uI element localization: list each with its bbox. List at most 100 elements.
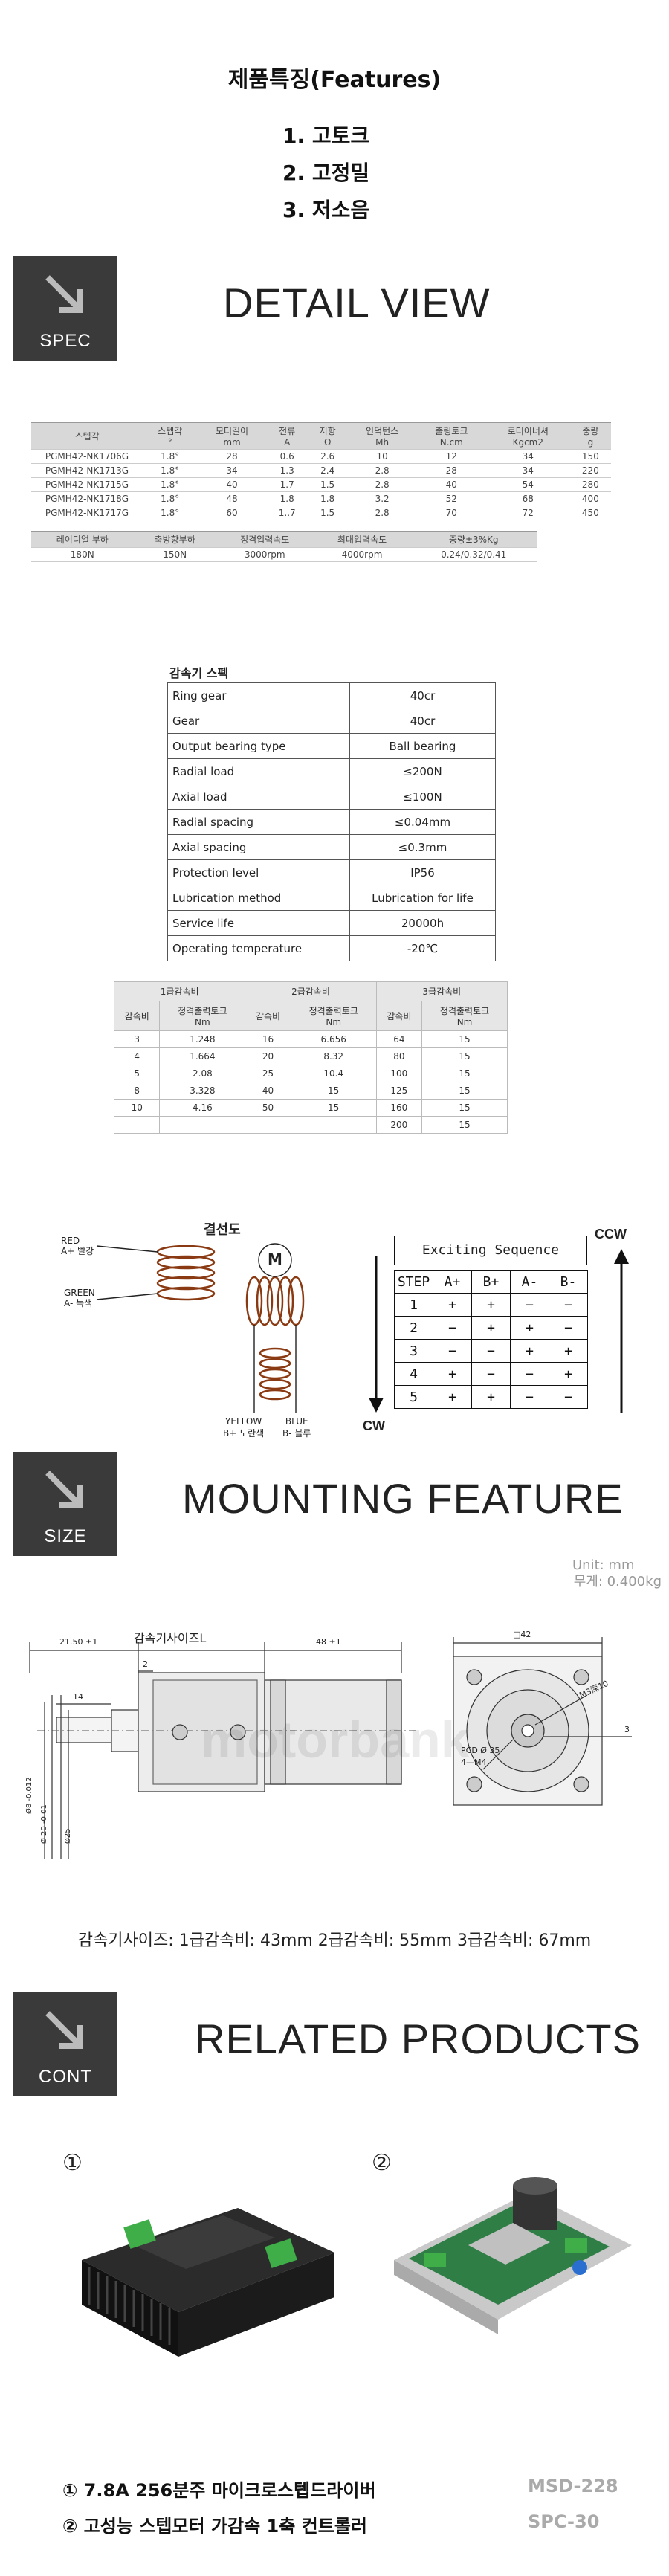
- spec-cell: 34: [485, 449, 570, 464]
- ratio-group-header: 2급감속비: [245, 981, 377, 1001]
- ccw-label: CCW: [595, 1227, 627, 1242]
- gear-property: Protection level: [167, 859, 350, 885]
- mounting-caption: 감속기사이즈: 1급감속비: 43mm 2급감속비: 55mm 3급감속비: 6…: [77, 1931, 592, 1950]
- gear-property: Radial load: [167, 758, 350, 784]
- spec-sub-header: 축방향부하: [133, 531, 216, 548]
- detail-title: DETAIL VIEW: [223, 280, 491, 326]
- dim-d1: Ø8 -0.012: [25, 1777, 33, 1814]
- spec-cell: 3.2: [347, 491, 417, 506]
- gear-value: IP56: [349, 859, 497, 885]
- product-1-image[interactable]: [52, 2193, 349, 2364]
- product-2-label[interactable]: ② 고성능 스텝모터 가감속 1축 컨트롤러: [62, 2516, 367, 2537]
- spec-cell: 52: [416, 491, 486, 506]
- dim-d2: Ø25: [64, 1828, 72, 1844]
- ratio-cell: 4.16: [159, 1099, 246, 1117]
- spec-sub-table: 레이디얼 부하 축방향부하 정격입력속도 최대입력속도 중량±3%Kg 180N…: [31, 531, 537, 562]
- seq-cell: +: [510, 1339, 549, 1363]
- spec-cell: 1.3: [266, 463, 308, 478]
- ratio-cell: [245, 1116, 291, 1134]
- cw-label: CW: [363, 1418, 385, 1433]
- spec-cell: 60: [197, 506, 267, 520]
- ratio-group-header: 3급감속비: [375, 981, 508, 1001]
- seq-header: A-: [510, 1270, 549, 1294]
- ratio-cell: 40: [245, 1082, 291, 1100]
- ratio-cell: 64: [375, 1030, 423, 1048]
- ratio-cell: [290, 1116, 377, 1134]
- gear-property: Gear: [167, 708, 350, 734]
- seq-cell: +: [471, 1385, 511, 1409]
- spec-sub-header: 레이디얼 부하: [31, 531, 134, 548]
- spec-cell: PGMH42-NK1718G: [31, 491, 143, 506]
- dim-3: 3: [624, 1725, 630, 1734]
- dim-21-50: 21.50 ±1: [59, 1637, 98, 1647]
- gear-property: Radial spacing: [167, 809, 350, 835]
- gear-property: Axial spacing: [167, 834, 350, 860]
- spec-cell: 54: [485, 477, 570, 492]
- gear-value: ≤100N: [349, 784, 497, 810]
- ratio-cell: 15: [421, 1047, 508, 1065]
- wiring-coils: [96, 1243, 305, 1413]
- related-title: RELATED PRODUCTS: [195, 2015, 641, 2062]
- seq-cell: 5: [394, 1385, 433, 1409]
- cw-arrow-icon: [369, 1256, 384, 1413]
- seq-cell: +: [471, 1293, 511, 1317]
- ratio-sub-header: 정격출력토크 Nm: [290, 1001, 377, 1031]
- spec-cell: PGMH42-NK1713G: [31, 463, 143, 478]
- dim-m4: 4—M4: [461, 1757, 487, 1767]
- product-2-image[interactable]: [379, 2163, 647, 2364]
- gear-value: ≤0.3mm: [349, 834, 497, 860]
- mounting-drawing-lines: [29, 1637, 632, 1859]
- feature-item: 2. 고정밀: [282, 161, 370, 185]
- spec-cell: 1.5: [307, 477, 348, 492]
- spec-cell: 10: [347, 449, 417, 464]
- ratio-cell: 160: [375, 1099, 423, 1117]
- seq-cell: −: [549, 1293, 588, 1317]
- spec-cell: 1.8°: [143, 506, 198, 520]
- mounting-title: MOUNTING FEATURE: [182, 1475, 624, 1522]
- ratio-cell: 100: [375, 1065, 423, 1082]
- size-tag: SIZE: [13, 1452, 117, 1556]
- cont-tag: CONT: [13, 1992, 117, 2096]
- spec-cell: 1.8°: [143, 449, 198, 464]
- ratio-cell: 15: [290, 1099, 377, 1117]
- ratio-cell: 10: [113, 1099, 161, 1117]
- ratio-sub-header: 정격출력토크 Nm: [159, 1001, 246, 1031]
- seq-cell: −: [510, 1385, 549, 1409]
- gear-row: Radial spacing≤0.04mm: [167, 809, 497, 835]
- product-1-label[interactable]: ① 7.8A 256분주 마이크로스텝드라이버: [62, 2480, 376, 2501]
- seq-cell: +: [549, 1339, 588, 1363]
- ratio-table: 1급감속비 2급감속비 3급감속비 감속비 정격출력토크 Nm 감속비 정격출력…: [113, 981, 508, 1134]
- arrow-down-right-icon: [45, 2011, 83, 2049]
- mounting-drawing: 감속기사이즈L 21.50 ±1 48 ±1 2 14 □42 M3深10 PC…: [22, 1621, 654, 1903]
- seq-header: B+: [471, 1270, 511, 1294]
- unit-info: Unit: mm 무게: 0.400kg: [572, 1557, 662, 1589]
- spec-cell: 2.6: [307, 449, 348, 464]
- ratio-cell: 200: [375, 1116, 423, 1134]
- seq-cell: −: [510, 1362, 549, 1386]
- spec-cell: 2.8: [347, 506, 417, 520]
- gear-value: ≤0.04mm: [349, 809, 497, 835]
- gear-value: -20℃: [349, 935, 497, 961]
- dim-d3: Ø 20 -0.01: [40, 1804, 48, 1844]
- ratio-cell: 1.664: [159, 1047, 246, 1065]
- feature-item: 3. 저소음: [282, 198, 370, 222]
- ratio-cell: [159, 1116, 246, 1134]
- ratio-cell: 50: [245, 1099, 291, 1117]
- ratio-cell: 80: [375, 1047, 423, 1065]
- spec-sub-value: 4000rpm: [313, 547, 411, 562]
- spec-cell: 1.8: [307, 491, 348, 506]
- spec-tag: SPEC: [13, 256, 117, 361]
- spec-cell: 1.8°: [143, 491, 198, 506]
- ratio-sub-header: 감속비: [375, 1001, 423, 1031]
- spec-cell: 220: [569, 463, 611, 478]
